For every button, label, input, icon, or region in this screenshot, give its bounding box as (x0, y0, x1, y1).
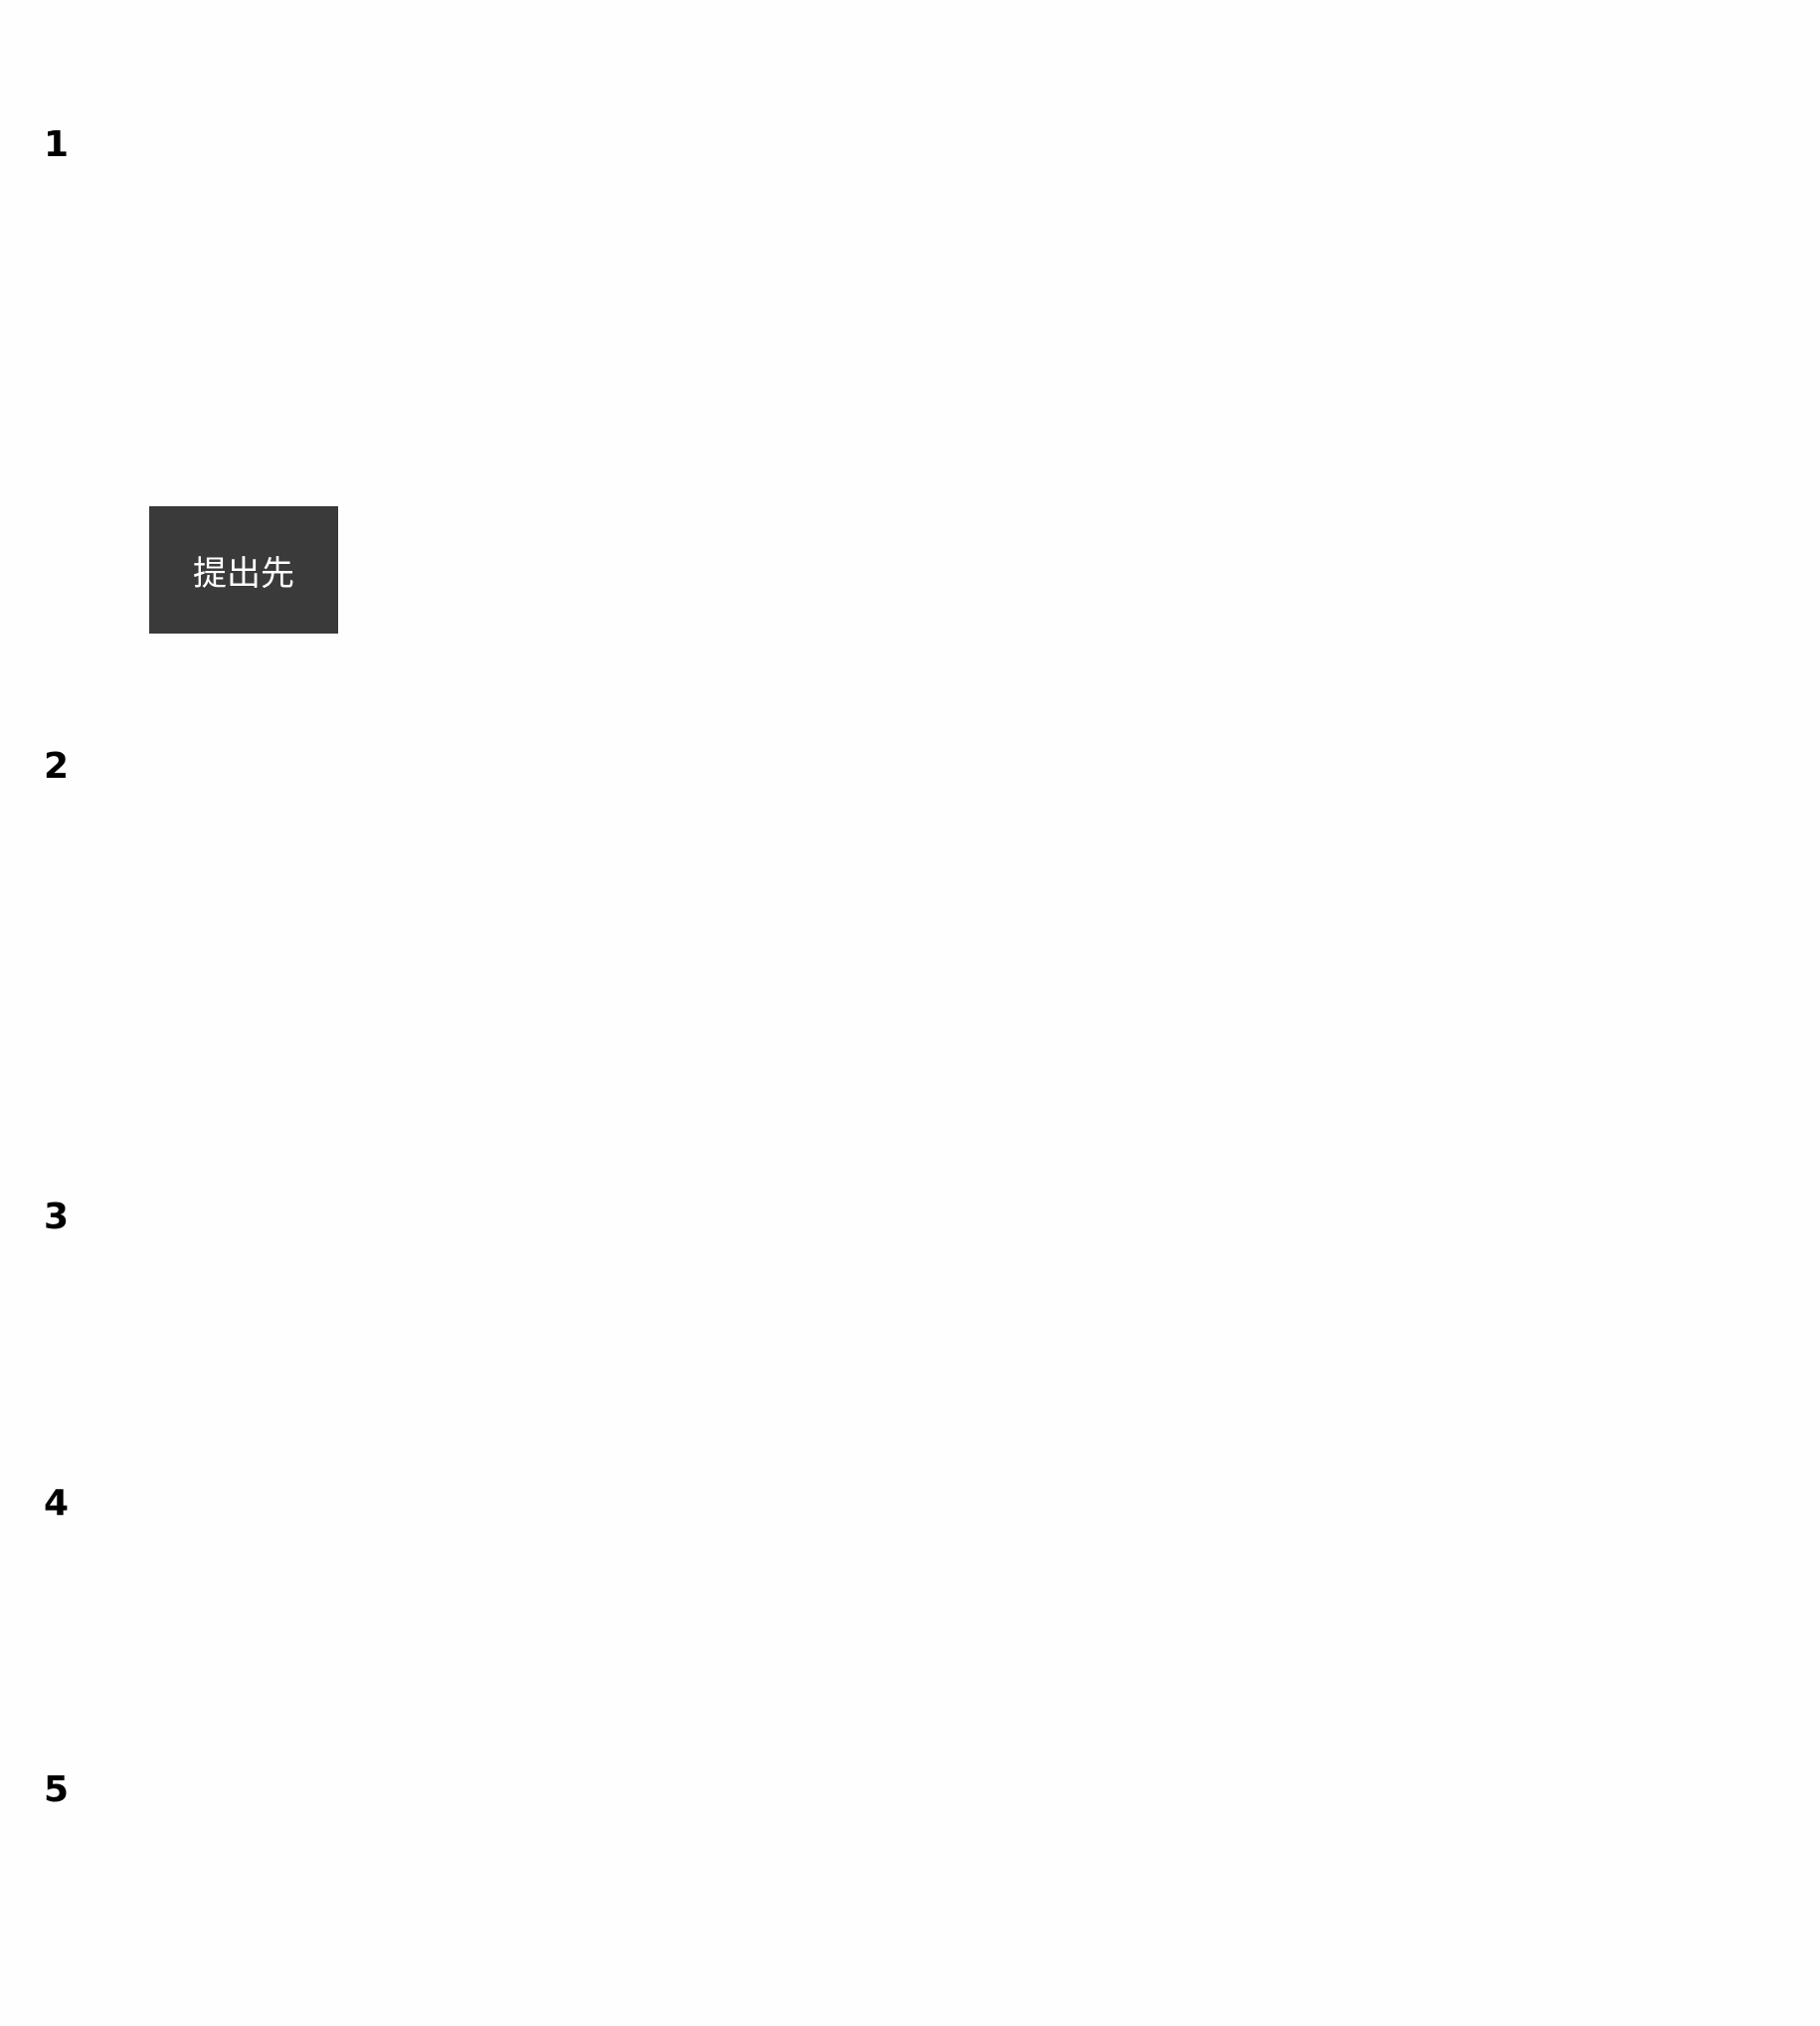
step-number-3: 3 (44, 1197, 70, 1237)
step-number-2: 2 (44, 746, 70, 787)
step-number-4: 4 (44, 1483, 70, 1524)
step-number-1: 1 (44, 124, 70, 165)
step-number-5: 5 (44, 1769, 70, 1810)
submit-destination-button[interactable]: 提出先 (149, 506, 338, 634)
